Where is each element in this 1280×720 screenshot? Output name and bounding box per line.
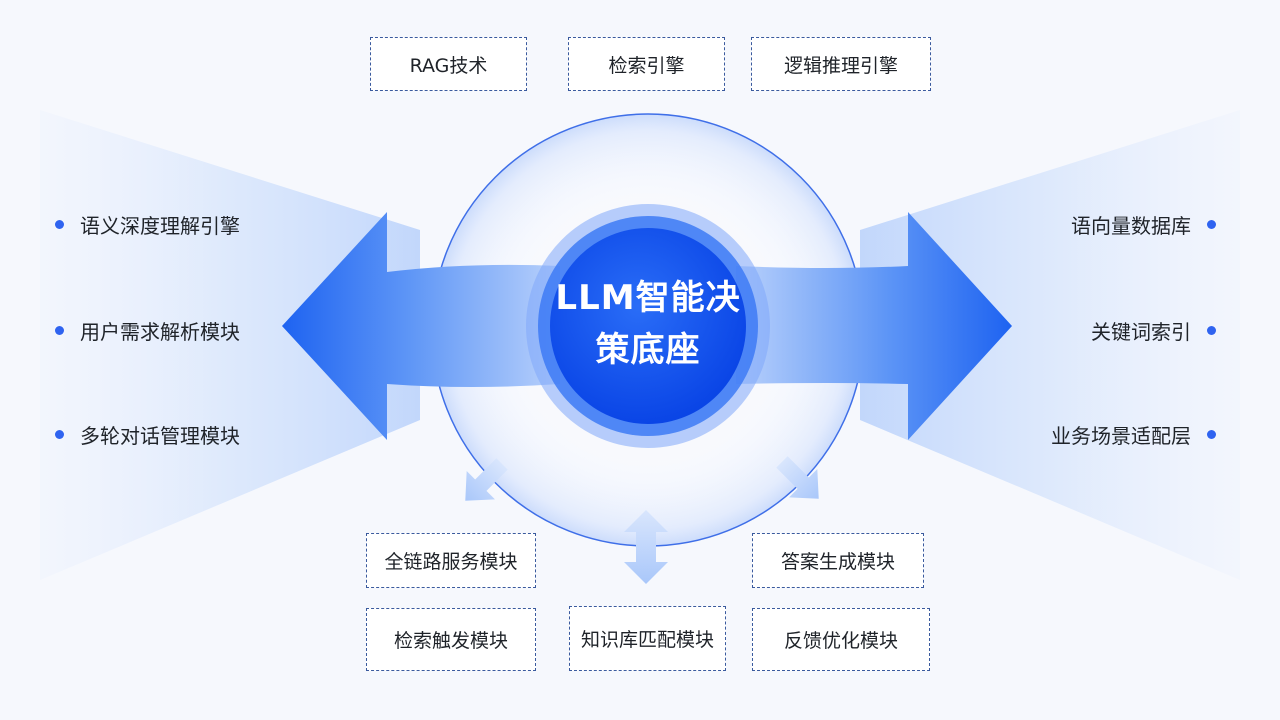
top-box-rag: RAG技术: [370, 37, 527, 91]
bottom-box-retrieval-trigger: 检索触发模块: [366, 608, 536, 671]
bullet-dot-icon: [1207, 220, 1216, 229]
arrow-down-left: [465, 458, 508, 501]
left-item-label: 多轮对话管理模块: [80, 424, 240, 448]
bullet-dot-icon: [1207, 430, 1216, 439]
left-item-semantic: 语义深度理解引擎: [55, 210, 240, 239]
left-fan: [40, 110, 420, 580]
arrow-down-right: [776, 456, 819, 499]
bullet-dot-icon: [55, 326, 64, 335]
left-arrow: [282, 212, 560, 440]
bullet-dot-icon: [55, 220, 64, 229]
left-item-label: 语义深度理解引擎: [80, 214, 240, 238]
top-box-logic-engine: 逻辑推理引擎: [751, 37, 931, 91]
core-title-line2: 策底座: [595, 330, 701, 370]
left-item-dialogue: 多轮对话管理模块: [55, 420, 240, 449]
bottom-box-feedback: 反馈优化模块: [752, 608, 930, 671]
bottom-box-full-chain: 全链路服务模块: [366, 533, 536, 588]
right-item-label: 关键词索引: [1091, 320, 1191, 344]
left-item-label: 用户需求解析模块: [80, 320, 240, 344]
right-item-label: 业务场景适配层: [1051, 424, 1191, 448]
top-box-search-engine: 检索引擎: [568, 37, 725, 91]
right-item-vector-db: 语向量数据库: [1071, 210, 1216, 239]
left-item-demand: 用户需求解析模块: [55, 316, 240, 345]
core-title-line1: LLM智能决: [555, 278, 741, 318]
right-item-keyword-index: 关键词索引: [1091, 316, 1216, 345]
bottom-box-answer-gen: 答案生成模块: [752, 533, 924, 588]
arrow-vertical-both: [624, 510, 668, 584]
right-arrow: [736, 212, 1012, 440]
bottom-box-kb-match: 知识库匹配模块: [569, 606, 726, 671]
bullet-dot-icon: [55, 430, 64, 439]
core-circle: [550, 228, 746, 424]
core-title: LLM智能决 策底座: [548, 272, 748, 376]
bullet-dot-icon: [1207, 326, 1216, 335]
right-fan: [860, 110, 1240, 580]
right-item-label: 语向量数据库: [1071, 214, 1191, 238]
right-item-business-layer: 业务场景适配层: [1051, 420, 1216, 449]
